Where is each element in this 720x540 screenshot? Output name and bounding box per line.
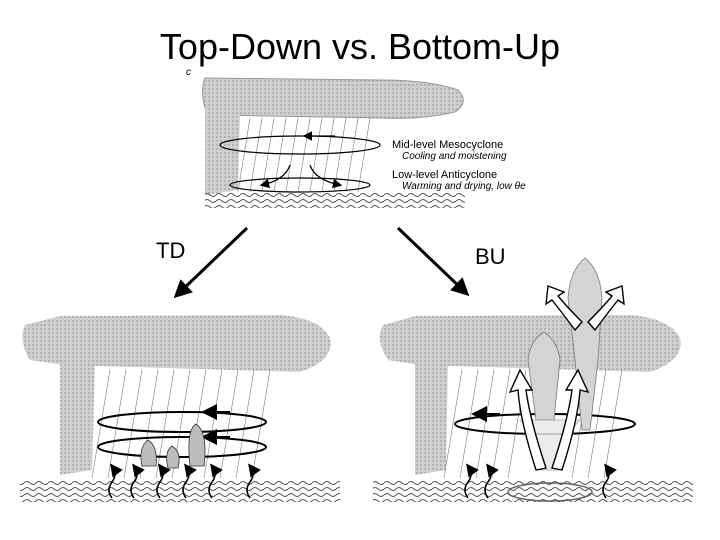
top-updraft-column bbox=[205, 108, 240, 195]
bu-outflow-arrows-upper bbox=[545, 285, 625, 332]
top-rain bbox=[237, 117, 371, 193]
bu-short-tower bbox=[527, 331, 561, 421]
td-anvil-cloud bbox=[22, 315, 331, 372]
low-level-label: Low-level Anticyclone bbox=[392, 169, 497, 181]
top-ground bbox=[205, 192, 465, 208]
mid-level-sublabel: Cooling and moistening bbox=[402, 151, 507, 162]
td-panel bbox=[20, 315, 340, 502]
td-tower-2 bbox=[166, 445, 180, 469]
td-mid-ring bbox=[97, 411, 267, 433]
arrow-to-td bbox=[173, 226, 249, 299]
top-anvil-cloud bbox=[202, 77, 464, 119]
slide-title: Top-Down vs. Bottom-Up bbox=[159, 26, 561, 67]
top-mid-level-mesocyclone bbox=[219, 135, 381, 155]
td-updraft-column bbox=[60, 355, 95, 475]
bu-outflow-arrows-lower bbox=[508, 368, 590, 471]
bu-anvil-cloud bbox=[379, 315, 681, 372]
td-ground bbox=[20, 480, 340, 502]
mid-level-label: Mid-level Mesocyclone bbox=[392, 139, 503, 151]
td-low-ring bbox=[97, 436, 267, 458]
bu-surface-arrows bbox=[464, 463, 617, 499]
td-surface-arrows bbox=[108, 463, 261, 499]
top-panel: c Mid-level Mesocyclone Cooling and mois… bbox=[186, 67, 526, 208]
low-level-sublabel: Warming and drying, low θe bbox=[402, 181, 526, 192]
td-tower-1 bbox=[140, 439, 157, 467]
arrow-to-bu bbox=[396, 226, 470, 297]
bu-tall-tower bbox=[567, 257, 603, 431]
bu-updraft-column bbox=[415, 355, 448, 475]
bu-label: BU bbox=[475, 244, 506, 269]
bu-ground bbox=[373, 480, 693, 502]
td-rain bbox=[91, 369, 271, 479]
top-corner-label: c bbox=[186, 67, 191, 78]
bu-panel bbox=[373, 257, 693, 502]
td-label: TD bbox=[156, 238, 186, 263]
td-tower-3 bbox=[188, 423, 206, 467]
